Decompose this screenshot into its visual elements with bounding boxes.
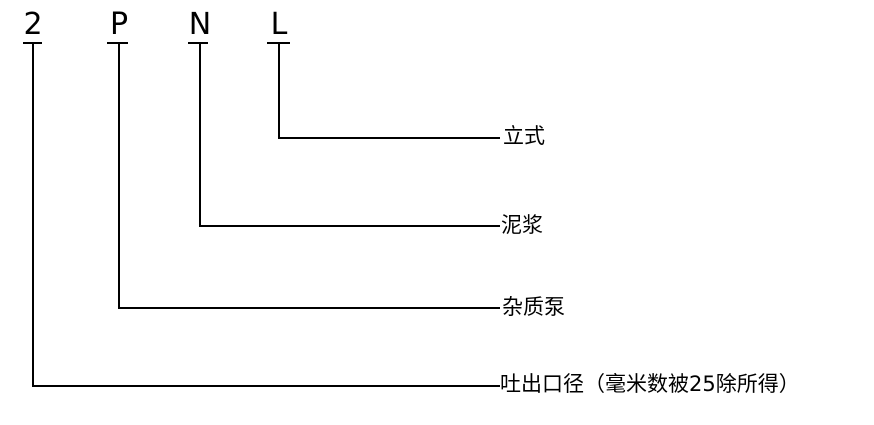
- leader-vertical-n: [199, 43, 201, 227]
- label-p-meaning: 杂质泵: [502, 295, 565, 319]
- code-2: 2: [23, 7, 43, 42]
- leader-horizontal-p: [118, 307, 500, 309]
- leader-horizontal-2: [32, 385, 500, 387]
- leader-horizontal-n: [199, 225, 500, 227]
- code-n: N: [188, 7, 212, 42]
- label-2-meaning: 吐出口径（毫米数被25除所得）: [500, 372, 800, 396]
- leader-vertical-p: [118, 43, 120, 309]
- leader-vertical-2: [32, 43, 34, 387]
- leader-vertical-l: [278, 43, 280, 139]
- code-l: L: [270, 7, 288, 42]
- underline-n: [188, 42, 208, 44]
- code-p: P: [109, 7, 129, 42]
- leader-horizontal-l: [278, 137, 500, 139]
- underline-p: [107, 42, 128, 44]
- label-n-meaning: 泥浆: [501, 213, 543, 237]
- label-l-meaning: 立式: [503, 124, 545, 148]
